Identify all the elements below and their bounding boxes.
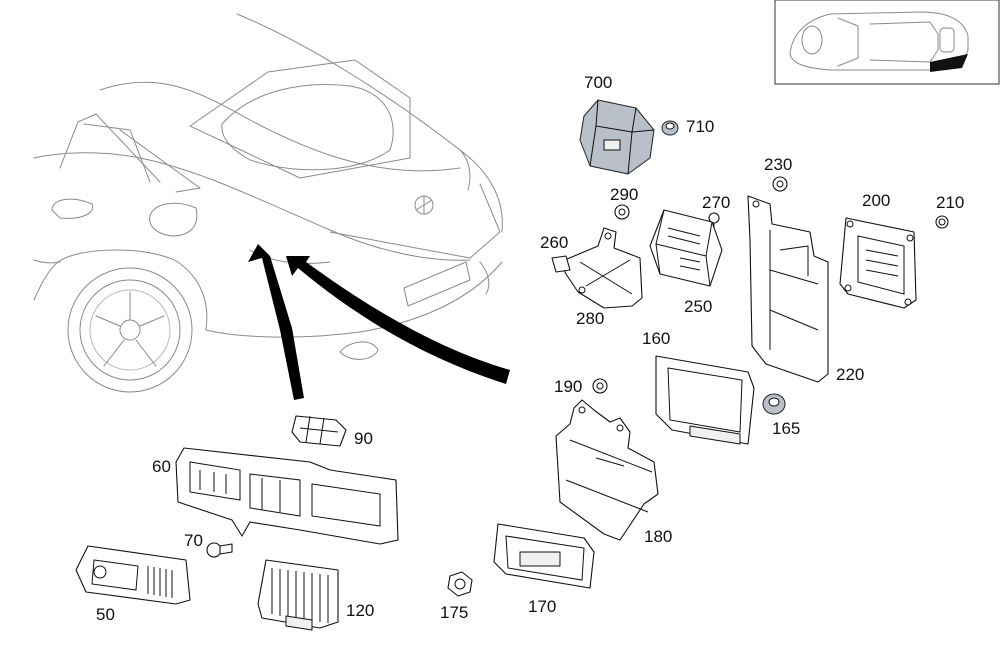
part-175[interactable] bbox=[447, 571, 473, 597]
part-190[interactable] bbox=[592, 378, 608, 394]
part-220[interactable] bbox=[747, 195, 829, 383]
label-270: 270 bbox=[702, 193, 730, 212]
label-160: 160 bbox=[642, 329, 670, 348]
label-260: 260 bbox=[540, 233, 568, 252]
part-210[interactable] bbox=[935, 215, 949, 229]
label-230: 230 bbox=[764, 155, 792, 174]
part-700[interactable] bbox=[579, 99, 655, 175]
part-260-280[interactable] bbox=[551, 227, 643, 309]
part-170[interactable] bbox=[493, 523, 595, 589]
label-700: 700 bbox=[584, 73, 612, 92]
part-60[interactable] bbox=[175, 447, 399, 545]
label-200: 200 bbox=[862, 191, 890, 210]
label-250: 250 bbox=[684, 297, 712, 316]
label-90: 90 bbox=[354, 429, 373, 448]
label-120: 120 bbox=[346, 601, 374, 620]
label-190: 190 bbox=[554, 377, 582, 396]
label-50: 50 bbox=[96, 605, 115, 624]
direction-arrow-icon bbox=[248, 244, 510, 400]
label-70: 70 bbox=[184, 531, 203, 550]
label-175: 175 bbox=[440, 603, 468, 622]
label-710: 710 bbox=[686, 117, 714, 136]
part-90[interactable] bbox=[291, 415, 347, 447]
label-180: 180 bbox=[644, 527, 672, 546]
part-230[interactable] bbox=[772, 176, 788, 192]
label-280: 280 bbox=[576, 309, 604, 328]
part-200[interactable] bbox=[839, 217, 917, 309]
vehicle-outline bbox=[33, 13, 503, 393]
part-120[interactable] bbox=[257, 559, 339, 631]
label-210: 210 bbox=[936, 193, 964, 212]
part-250[interactable] bbox=[649, 209, 723, 287]
part-50[interactable] bbox=[75, 545, 191, 605]
position-inset-icon bbox=[774, 0, 1000, 85]
part-710[interactable] bbox=[661, 120, 679, 136]
label-170: 170 bbox=[528, 597, 556, 616]
part-165[interactable] bbox=[762, 393, 786, 415]
part-70[interactable] bbox=[206, 542, 233, 558]
label-60: 60 bbox=[152, 457, 171, 476]
part-290[interactable] bbox=[614, 204, 630, 220]
label-165: 165 bbox=[772, 419, 800, 438]
part-160[interactable] bbox=[655, 355, 755, 445]
label-290: 290 bbox=[610, 185, 638, 204]
label-220: 220 bbox=[836, 365, 864, 384]
part-180[interactable] bbox=[555, 399, 659, 541]
